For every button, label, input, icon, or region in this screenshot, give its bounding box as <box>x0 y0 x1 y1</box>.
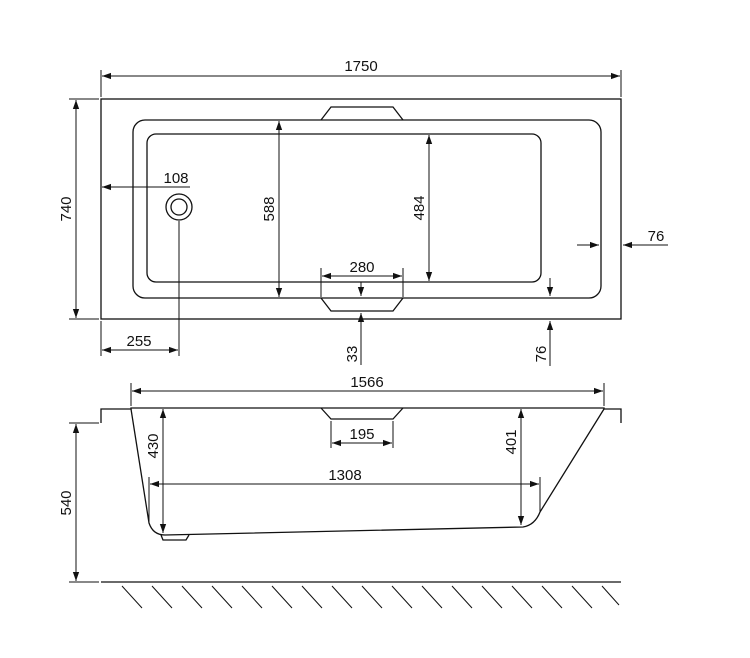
dim-overall-length: 1750 <box>344 58 377 75</box>
dim-basin-width: 484 <box>411 195 428 220</box>
dim-drain-offset: 108 <box>163 170 188 187</box>
top-headrest <box>320 106 404 121</box>
dim-inner-width: 588 <box>261 196 278 221</box>
side-view: 1566 430 195 401 1308 540 <box>58 374 622 609</box>
top-view: 1750 740 108 588 484 76 280 255 33 <box>58 58 668 366</box>
drain-outer <box>165 193 193 221</box>
side-body <box>130 408 605 536</box>
bottom-headrest <box>320 297 404 312</box>
dim-headrest-depth: 33 <box>344 346 361 363</box>
dim-bottom-length: 1308 <box>328 467 361 484</box>
tub-inner-rim <box>132 119 602 299</box>
dim-rim-bottom: 76 <box>533 346 550 363</box>
floor-hatch <box>121 585 620 609</box>
side-headrest <box>320 407 404 420</box>
tub-basin <box>146 133 542 283</box>
dim-side-headrest-width: 195 <box>349 426 374 443</box>
dim-total-height: 540 <box>58 490 75 515</box>
dim-headrest-width: 280 <box>349 259 374 276</box>
drain-inner <box>170 198 188 216</box>
dim-depth-right: 401 <box>503 429 520 454</box>
side-foot <box>160 534 190 541</box>
side-rim <box>100 407 622 423</box>
dim-rim-right: 76 <box>648 228 665 245</box>
dim-depth-left: 430 <box>145 433 162 458</box>
dim-top-length: 1566 <box>350 374 383 391</box>
dim-overall-width: 740 <box>58 196 75 221</box>
dim-drain-from-end: 255 <box>126 333 151 350</box>
